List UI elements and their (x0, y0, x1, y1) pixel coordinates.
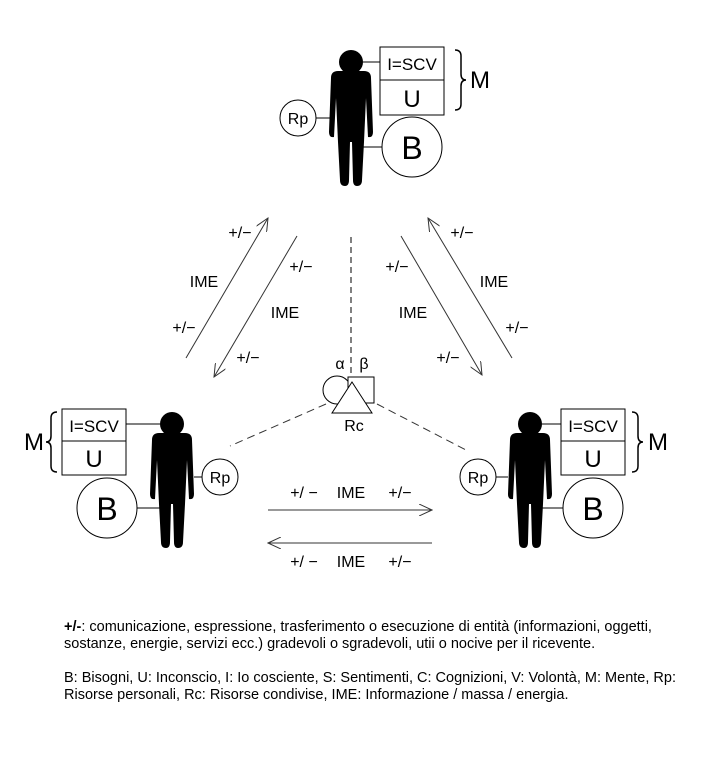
arrow-label: +/− (450, 225, 473, 242)
unconscious-label: U (85, 446, 102, 473)
legend: +/-: comunicazione, espressione, trasfer… (64, 619, 684, 721)
person-body (150, 433, 194, 548)
arrow-top-left-inner: +/− IME +/− (214, 235, 313, 377)
arrow-label: +/− (436, 350, 459, 367)
arrow-top-left-outer: +/− IME +/− (172, 218, 268, 359)
legend-abbreviations: B: Bisogni, U: Inconscio, I: Io coscient… (64, 670, 676, 703)
person-right: I=SCV U M Rp B (459, 408, 668, 548)
rp-label: Rp (468, 470, 489, 487)
person-top: I=SCV U M Rp B (279, 46, 490, 186)
rp-label: Rp (288, 111, 309, 128)
mind-label: M (470, 67, 490, 94)
mind-box (379, 46, 445, 116)
arrow-label: IME (271, 305, 299, 322)
legend-symbol-definition: +/-: comunicazione, espressione, trasfer… (64, 619, 684, 653)
person-head (339, 50, 363, 74)
shared-resources: α β Rc (229, 237, 467, 451)
alpha-label: α (335, 356, 344, 373)
triangle-shape (331, 381, 373, 414)
rp-label: Rp (210, 470, 231, 487)
person-body (329, 71, 373, 186)
arrow-label: +/− (236, 350, 259, 367)
needs-label: B (96, 491, 117, 527)
arrow-label: +/ − (290, 485, 318, 502)
arrow-label: +/− (172, 320, 195, 337)
mind-box (560, 408, 626, 476)
conscious-label: I=SCV (387, 55, 437, 74)
arrow-label: IME (399, 305, 427, 322)
beta-label: β (359, 356, 368, 373)
arrow-label: +/− (505, 320, 528, 337)
brace-icon (45, 411, 58, 473)
brace-icon (454, 49, 467, 111)
arrow-label: +/− (228, 225, 251, 242)
legend-symbol: +/- (64, 619, 82, 635)
arrow-top-right-outer: +/− IME +/− (428, 218, 529, 359)
needs-label: B (401, 130, 422, 166)
arrow-bottom-left: +/ − IME +/− (268, 543, 432, 571)
mind-label: M (648, 429, 668, 456)
mind-label: M (24, 429, 44, 456)
arrow-bottom-right: +/ − IME +/− (268, 485, 432, 510)
arrow-label: IME (190, 274, 218, 291)
arrow-label: IME (480, 274, 508, 291)
arrow-label: IME (337, 485, 365, 502)
person-left: I=SCV U M Rp B (24, 408, 239, 548)
arrow-top-right-inner: +/− IME +/− (385, 235, 482, 375)
arrow-label: IME (337, 554, 365, 571)
arrow-label: +/− (388, 485, 411, 502)
arrow-label: +/− (289, 259, 312, 276)
conscious-label: I=SCV (568, 417, 618, 436)
brace-icon (631, 411, 644, 473)
mind-box (61, 408, 127, 476)
conscious-label: I=SCV (69, 417, 119, 436)
legend-symbol-text: : comunicazione, espressione, trasferime… (64, 619, 652, 652)
person-head (518, 412, 542, 436)
needs-label: B (582, 491, 603, 527)
unconscious-label: U (584, 446, 601, 473)
person-head (160, 412, 184, 436)
rc-label: Rc (344, 418, 364, 435)
arrow-label: +/− (388, 554, 411, 571)
arrow-label: +/− (385, 259, 408, 276)
arrow-label: +/ − (290, 554, 318, 571)
person-body (508, 433, 552, 548)
unconscious-label: U (403, 86, 420, 113)
